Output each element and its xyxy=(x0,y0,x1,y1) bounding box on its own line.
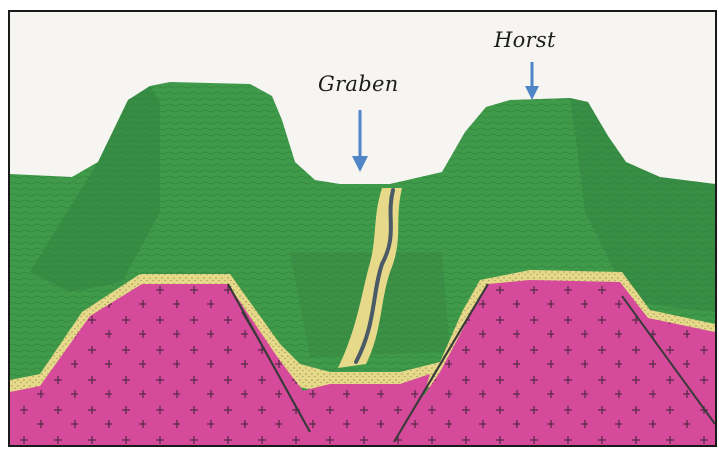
graben-label: Graben xyxy=(318,72,399,96)
horst-label: Horst xyxy=(494,28,556,52)
diagram-frame: Graben Horst xyxy=(8,10,717,447)
